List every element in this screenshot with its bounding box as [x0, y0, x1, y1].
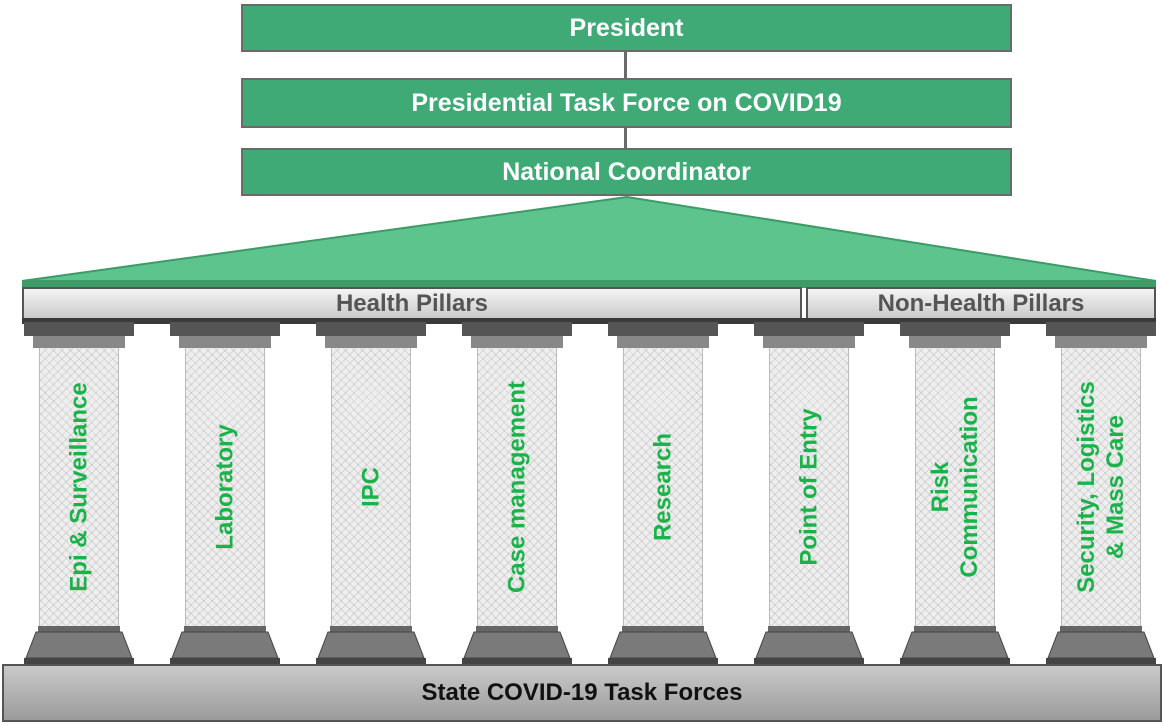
president-label: President	[569, 13, 684, 42]
pillar-base	[608, 626, 718, 664]
pillar-capital-lower	[33, 336, 125, 348]
beam-shadow	[22, 318, 1156, 324]
pillar-base	[462, 626, 572, 664]
foundation-slab: State COVID-19 Task Forces	[2, 664, 1162, 722]
roof-triangle	[21, 195, 1157, 288]
pillar-base	[900, 626, 1010, 664]
task-force-label: Presidential Task Force on COVID19	[411, 88, 842, 117]
health-pillars-beam: Health Pillars	[22, 287, 802, 321]
pillar-capital-lower	[1055, 336, 1147, 348]
pillar-capital-lower	[909, 336, 1001, 348]
pillar-capital	[900, 322, 1010, 336]
pillar-shaft: Case management	[477, 348, 557, 626]
pillar-label: Epi & Surveillance	[65, 382, 93, 592]
coordinator-label: National Coordinator	[502, 157, 751, 186]
pillar-label: Point of Entry	[795, 408, 823, 566]
pillar-base	[1046, 626, 1156, 664]
pillar-capital	[462, 322, 572, 336]
health-pillars-label: Health Pillars	[335, 290, 489, 317]
coordinator-box: National Coordinator	[241, 148, 1012, 196]
pillar-label: IPC	[357, 467, 385, 508]
pillar-capital	[24, 322, 134, 336]
pillar-capital-lower	[617, 336, 709, 348]
pillar-capital	[170, 322, 280, 336]
non-health-pillars-label: Non-Health Pillars	[877, 290, 1085, 317]
pillar-label: Case management	[503, 380, 531, 594]
pillar-shaft: IPC	[331, 348, 411, 626]
pillar-label: Research	[649, 432, 677, 542]
connector-line	[624, 128, 627, 148]
pillar-label: Security, Logistics & Mass Care	[1073, 381, 1129, 593]
pillar-shaft: Point of Entry	[769, 348, 849, 626]
pillar-base	[24, 626, 134, 664]
pillar-label: Risk Communication	[927, 396, 983, 578]
pillar-shaft: Epi & Surveillance	[39, 348, 119, 626]
pillar-shaft: Security, Logistics & Mass Care	[1061, 348, 1141, 626]
non-health-pillars-beam: Non-Health Pillars	[806, 287, 1156, 321]
pillar-capital-lower	[179, 336, 271, 348]
pillar-base	[316, 626, 426, 664]
pillar-capital	[1046, 322, 1156, 336]
pillar-capital	[754, 322, 864, 336]
president-box: President	[241, 4, 1012, 52]
foundation-label: State COVID-19 Task Forces	[421, 679, 743, 706]
pillar-shaft: Research	[623, 348, 703, 626]
pillar-capital-lower	[763, 336, 855, 348]
pillar-capital-lower	[471, 336, 563, 348]
pillar-capital	[608, 322, 718, 336]
pillar-capital-lower	[325, 336, 417, 348]
pillar-shaft: Laboratory	[185, 348, 265, 626]
pillar-base	[170, 626, 280, 664]
pillar-base	[754, 626, 864, 664]
task-force-box: Presidential Task Force on COVID19	[241, 78, 1012, 128]
pillar-label: Laboratory	[211, 424, 239, 550]
pillar-capital	[316, 322, 426, 336]
connector-line	[624, 52, 627, 78]
pillar-shaft: Risk Communication	[915, 348, 995, 626]
